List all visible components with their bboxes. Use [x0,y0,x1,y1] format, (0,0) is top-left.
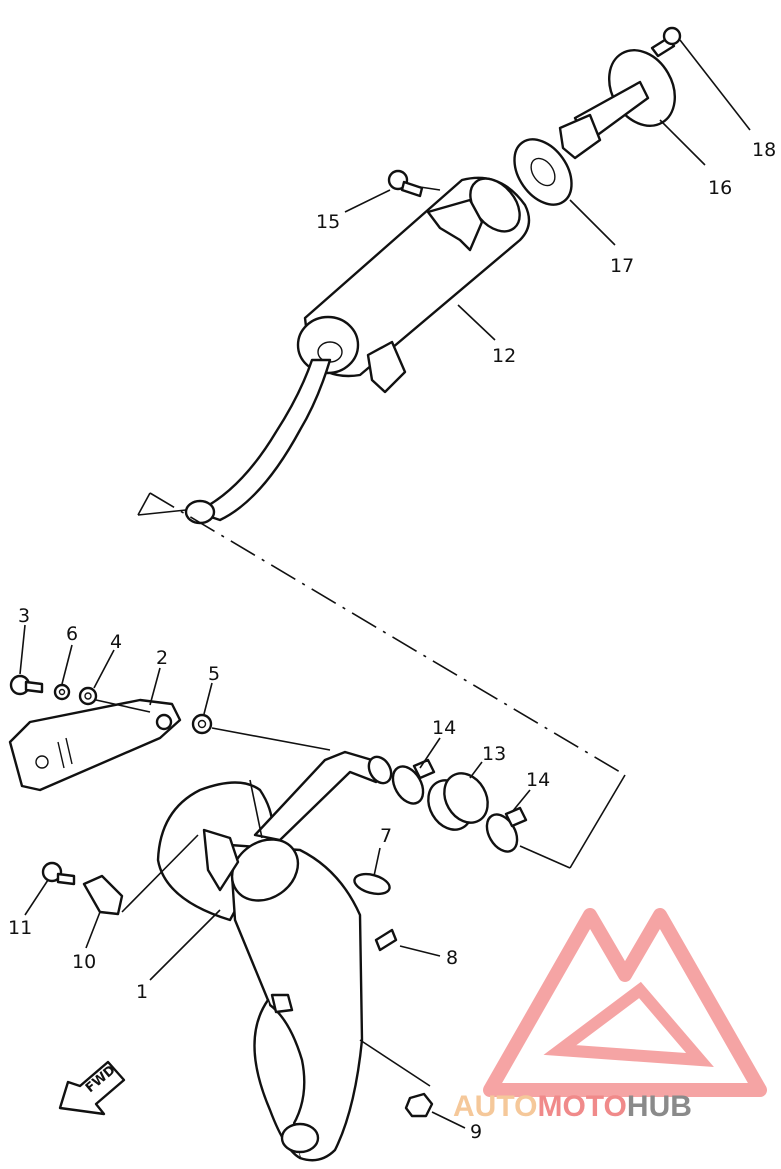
nut-6 [53,683,71,701]
svg-text:AUTOMOTOHUB: AUTOMOTOHUB [453,1090,692,1123]
joint-13 [427,772,489,831]
callout-7: 7 [380,825,392,847]
callout-10: 10 [72,951,96,973]
callout-3: 3 [18,605,30,627]
watermark-part-auto: AUTO [453,1090,537,1123]
callout-2: 2 [156,647,168,669]
watermark-text: AUTOMOTOHUB [453,1090,692,1123]
callout-11: 11 [8,917,32,939]
alignment-lines [137,492,626,869]
callout-6: 6 [66,623,78,645]
bolt-3 [9,674,44,696]
leader-lines-top [344,39,751,341]
damper-10 [82,874,124,916]
collar-5 [191,713,213,735]
callout-4: 4 [110,631,122,653]
callout-8: 8 [446,947,458,969]
callout-18: 18 [752,139,776,161]
watermark-logo [483,908,767,1097]
gasket-7 [353,872,391,896]
gasket-17 [513,138,573,206]
bolt-11 [41,861,76,886]
nut-9 [404,1092,434,1118]
clamp-14-left [391,758,436,805]
callout-16: 16 [708,177,732,199]
callout-9: 9 [470,1121,482,1143]
watermark-part-moto: MOTO [537,1090,626,1123]
stud-8 [374,928,398,952]
callout-17: 17 [610,255,634,277]
clamp-14-right [485,806,528,853]
silencer-body [184,176,531,525]
fwd-arrow-icon: FWD [58,1060,126,1116]
expansion-chamber-1 [156,750,393,1162]
callout-12: 12 [492,345,516,367]
callout-numbers: 18 16 17 15 12 3 6 4 2 5 14 13 14 7 8 11… [8,139,776,1143]
leader-lines-bottom [19,624,531,1129]
bracket-2 [8,698,182,792]
bolt-15 [387,169,424,198]
callout-15: 15 [316,211,340,233]
callout-14-left: 14 [432,717,456,739]
callout-13: 13 [482,743,506,765]
watermark-part-hub: HUB [627,1090,692,1123]
end-cap-16 [558,49,676,160]
callout-14-right: 14 [526,769,550,791]
callout-1: 1 [136,981,148,1003]
washer-4 [78,686,98,706]
bolt-18 [650,26,682,58]
callout-5: 5 [208,663,220,685]
